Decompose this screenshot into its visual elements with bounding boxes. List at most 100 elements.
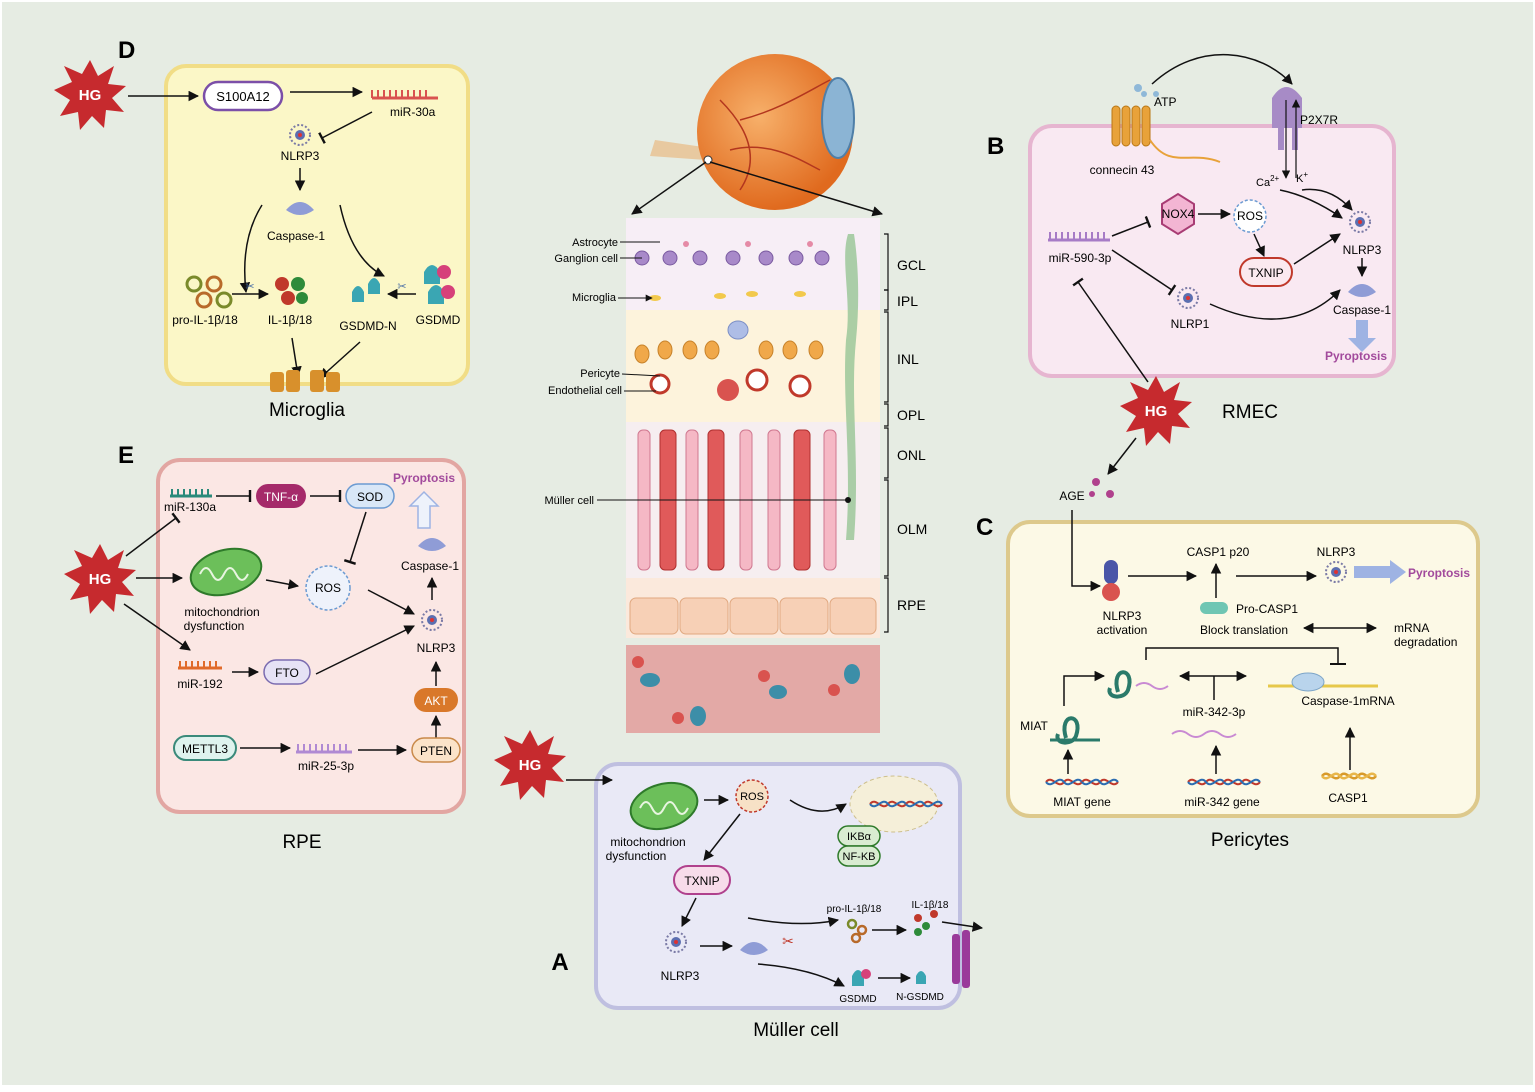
mito-label-e1: mitochondrion [184, 605, 259, 619]
leader-muller-dot [845, 497, 851, 503]
panel-b-letter: B [987, 133, 1004, 160]
layer-olm: OLM [897, 521, 927, 537]
caspase1-icon-b [1348, 284, 1376, 297]
gsdmd-label-a: GSDMD [839, 994, 876, 1005]
muller-caption: Müller cell [753, 1020, 839, 1041]
arrow-ca-nlrp3 [1279, 189, 1343, 219]
arrow-ros-nlrp3-e [367, 589, 415, 615]
gsdmd-n-icon [352, 278, 380, 302]
fto-box [263, 659, 311, 685]
hg-label-e: HG [89, 571, 112, 588]
choroid-cells [632, 656, 860, 726]
panel-c-pericytes: C AGE NLRP3 activation CASP1 p20 NLRP3 P… [976, 478, 1480, 851]
vessels-retina [649, 368, 812, 401]
pro-casp1-icon [1200, 602, 1228, 614]
gsdmd-icon-a [852, 969, 871, 986]
retina-cell-labels: Astrocyte Ganglion cell Microglia Pericy… [544, 237, 851, 507]
txnip-label-a: TXNIP [684, 874, 719, 888]
connexin-tail [1149, 139, 1221, 163]
casp1-gene-dna-icon [1321, 772, 1377, 780]
age-label: AGE [1059, 489, 1084, 503]
panel-d-letter: D [118, 37, 135, 64]
arrow-caspase-proil-a [747, 916, 840, 928]
arrow-mito-ros-e [265, 579, 300, 590]
caspase1-label-b: Caspase-1 [1333, 303, 1391, 317]
ros-label-b: ROS [1237, 209, 1263, 223]
arrow-txnip-nlrp3 [1293, 233, 1341, 265]
nlrp3-activation-label1: NLRP3 [1103, 609, 1142, 623]
il-label-d: IL-1β/18 [268, 313, 313, 327]
panel-a-muller: HG mitochondrion dysfunction ROS IKBα NF… [494, 730, 984, 1041]
s100a12-box [202, 80, 284, 112]
layer-labels: GCL IPL INL OPL ONL OLM RPE [897, 257, 927, 613]
n-gsdmd-icon [916, 971, 926, 984]
sod-label: SOD [357, 490, 383, 504]
arrow-il-release-a [941, 921, 984, 932]
arrow-nlrp1-caspase [1209, 289, 1341, 320]
hg-star-b: HG [1120, 376, 1192, 446]
mir30a-icon [371, 90, 438, 100]
atp-icon [1134, 84, 1159, 97]
mir342-gene-label: miR-342 gene [1184, 795, 1260, 809]
caspase1-mrna-label: Caspase-1mRNA [1301, 694, 1394, 708]
leader-pericyte [621, 373, 661, 377]
arrow-hg-age [1107, 437, 1137, 475]
nlrp3-activation-icon [1102, 560, 1120, 601]
arrow-fto-nlrp3 [315, 625, 415, 675]
pro-il-label-a: pro-IL-1β/18 [827, 904, 882, 915]
layer-opl: OPL [897, 407, 925, 423]
pten-box [411, 737, 461, 763]
k-label: K+ [1296, 170, 1308, 185]
hg-star-d: HG [54, 60, 126, 130]
nlrp3-label-e: NLRP3 [417, 641, 456, 655]
label-pericyte: Pericyte [580, 368, 620, 380]
pten-label: PTEN [420, 744, 452, 758]
layer-ipl: IPL [897, 293, 918, 309]
ikba-label: IKBα [847, 831, 872, 843]
mir25-icon [296, 744, 352, 754]
ros-label-e: ROS [315, 581, 341, 595]
layer-inl: INL [897, 351, 919, 367]
hg-star-e: HG [64, 544, 136, 614]
ros-label-a: ROS [740, 791, 764, 803]
retina-section: Astrocyte Ganglion cell Microglia Pericy… [544, 218, 927, 733]
caspase1-icon-e [418, 538, 446, 551]
hg-star-a: HG [494, 730, 566, 800]
ros-burst-b [1233, 199, 1267, 233]
inhibit-mir30a-nlrp3 [318, 111, 373, 144]
panel-c-letter: C [976, 514, 993, 541]
arrow-k-nlrp3 [1301, 188, 1353, 211]
mir590-icon [1048, 232, 1110, 242]
nfkb-box [837, 845, 881, 867]
scissors-icon-d2: ✂ [397, 281, 406, 293]
sod-box [345, 483, 395, 509]
ros-burst-e [305, 565, 351, 611]
nfkb-label: NF-KB [843, 851, 876, 863]
mir192-icon [178, 661, 222, 670]
pyroptosis-arrow-b [1348, 320, 1376, 352]
block-translation-label: Block translation [1200, 623, 1288, 637]
inhibit-hg-mir590 [1072, 277, 1149, 383]
arrow-caspase-gsdmd-a [757, 963, 845, 987]
inl-cells [634, 340, 824, 364]
pro-casp1-label: Pro-CASP1 [1236, 602, 1298, 616]
mir342-strand [1171, 730, 1237, 738]
il-icon-a [914, 910, 938, 936]
pro-il-label-d: pro-IL-1β/18 [172, 313, 238, 327]
panel-e-letter: E [118, 442, 134, 469]
mir25-label: miR-25-3p [298, 759, 354, 773]
astrocytes [683, 241, 813, 247]
ros-burst-a [735, 779, 769, 813]
membrane-pore-d [270, 370, 340, 392]
amacrine-cell [727, 320, 749, 340]
label-ganglion-cell: Ganglion cell [554, 253, 618, 265]
arrow-il-pore [291, 337, 302, 378]
pyroptosis-arrow-e [408, 490, 440, 529]
inhibit-sod-ros [343, 511, 367, 565]
arrow-atp-p2x7r [1151, 54, 1293, 85]
rpe-caption: RPE [282, 832, 321, 853]
atp-label: ATP [1154, 95, 1176, 109]
inhibit-line-c [1145, 647, 1339, 664]
caspase1-icon-d [286, 202, 314, 215]
